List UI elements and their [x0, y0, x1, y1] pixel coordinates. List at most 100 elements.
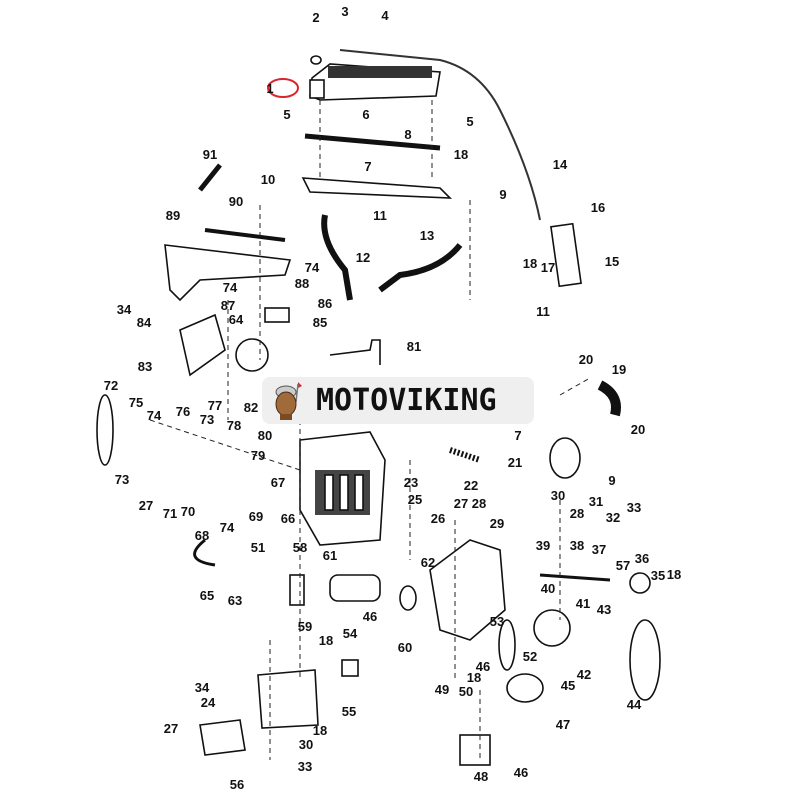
hose-12: [321, 214, 353, 301]
starter-61: [329, 574, 381, 602]
part-label-34: 34: [195, 680, 210, 695]
part-label-90: 90: [229, 194, 243, 209]
part-label-74: 74: [147, 408, 162, 423]
part-label-73: 73: [200, 412, 214, 427]
part-label-25: 25: [408, 492, 422, 507]
part-label-63: 63: [228, 593, 242, 608]
part-label-52: 52: [523, 649, 537, 664]
part-label-80: 80: [258, 428, 272, 443]
bracket-27: [199, 719, 246, 756]
part-label-60: 60: [398, 640, 412, 655]
belt-44: [629, 619, 661, 701]
part-label-46: 46: [363, 609, 377, 624]
part-label-30: 30: [299, 737, 313, 752]
part-label-42: 42: [577, 667, 591, 682]
part-label-66: 66: [281, 511, 295, 526]
part-label-15: 15: [605, 254, 619, 269]
part-label-86: 86: [318, 296, 332, 311]
part-label-74: 74: [220, 520, 235, 535]
part-label-36: 36: [635, 551, 649, 566]
part-label-46: 46: [514, 765, 528, 780]
part-label-18: 18: [454, 147, 468, 162]
part-label-23: 23: [404, 475, 418, 490]
part-label-47: 47: [556, 717, 570, 732]
strip-91: [198, 163, 222, 192]
bracket-48: [459, 734, 491, 766]
part-label-17: 17: [541, 260, 555, 275]
part-label-34: 34: [117, 302, 132, 317]
part-label-53: 53: [490, 614, 504, 629]
part-label-54: 54: [343, 626, 358, 641]
part-label-67: 67: [271, 475, 285, 490]
part-60: [399, 585, 417, 611]
blower-wheel: [235, 338, 269, 372]
part-label-9: 9: [499, 187, 506, 202]
part-label-16: 16: [591, 200, 605, 215]
part-label-27: 27: [164, 721, 178, 736]
part-label-18: 18: [319, 633, 333, 648]
part-label-55: 55: [342, 704, 356, 719]
part-label-43: 43: [597, 602, 611, 617]
hose-68: [193, 538, 216, 567]
hose-line: [339, 49, 541, 221]
part-label-56: 56: [230, 777, 244, 792]
gear-cover-29: [429, 539, 506, 641]
part-label-11: 11: [536, 304, 550, 319]
seal-strip-part: [304, 133, 441, 151]
part-label-27: 27: [454, 496, 468, 511]
part-label-61: 61: [323, 548, 337, 563]
part-label-2: 2: [312, 10, 319, 25]
part-label-57: 57: [616, 558, 630, 573]
part-label-11: 11: [373, 208, 387, 223]
part-label-22: 22: [464, 478, 478, 493]
viking-logo-icon: [275, 381, 302, 420]
plate-55: [257, 669, 319, 729]
part-label-5: 5: [466, 114, 473, 129]
part-label-74: 74: [305, 260, 320, 275]
highlight-circle: [267, 78, 299, 98]
watermark-text: MOTOVIKING: [316, 383, 497, 418]
pulley-36: [629, 572, 651, 594]
part-label-87: 87: [221, 298, 235, 313]
part-label-1: 1: [266, 81, 273, 96]
elbow-19: [597, 380, 621, 417]
hose-13: [378, 243, 463, 293]
part-label-83: 83: [138, 359, 152, 374]
part-label-46: 46: [476, 659, 490, 674]
part-label-62: 62: [421, 555, 435, 570]
part-label-41: 41: [576, 596, 590, 611]
part-label-68: 68: [195, 528, 209, 543]
bracket-part: [301, 177, 453, 199]
part-label-13: 13: [420, 228, 434, 243]
part-label-85: 85: [313, 315, 327, 330]
shroud-part: [164, 244, 292, 302]
part-label-81: 81: [407, 339, 421, 354]
part-label-79: 79: [251, 448, 265, 463]
part-label-7: 7: [364, 159, 371, 174]
part-label-74: 74: [223, 280, 238, 295]
part-label-12: 12: [356, 250, 370, 265]
filter-21: [549, 437, 581, 479]
part-label-28: 28: [472, 496, 486, 511]
assembly-lines: [149, 100, 591, 760]
shaft-40: [539, 573, 611, 582]
part-label-18: 18: [523, 256, 537, 271]
part-label-70: 70: [181, 504, 195, 519]
part-label-58: 58: [293, 540, 307, 555]
part-label-44: 44: [627, 697, 642, 712]
part-label-89: 89: [166, 208, 180, 223]
part-label-73: 73: [115, 472, 129, 487]
part-label-20: 20: [579, 352, 593, 367]
part-label-18: 18: [313, 723, 327, 738]
part-label-72: 72: [104, 378, 118, 393]
part-label-10: 10: [261, 172, 275, 187]
part-85: [264, 307, 290, 323]
part-label-9: 9: [608, 473, 615, 488]
part-label-75: 75: [129, 395, 143, 410]
part-label-4: 4: [381, 8, 389, 23]
panel-15: [550, 222, 582, 288]
part-label-78: 78: [227, 418, 241, 433]
part-label-77: 77: [208, 398, 222, 413]
part-label-8: 8: [404, 127, 411, 142]
